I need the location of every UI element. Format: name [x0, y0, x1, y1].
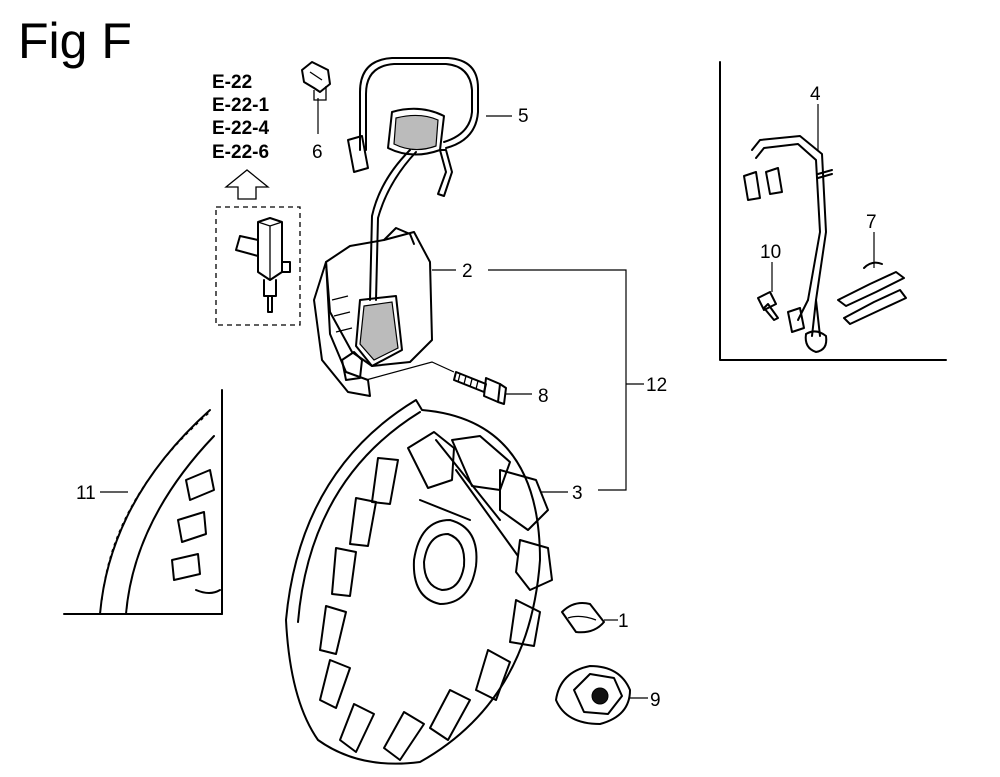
callout-8: 8 [538, 386, 549, 407]
callout-12: 12 [646, 375, 667, 396]
part-1-key [561, 602, 605, 634]
optional-ignition-unit [215, 206, 301, 326]
part-9-nut [555, 665, 631, 725]
right-panel [719, 61, 947, 361]
callouts: 1 2 3 4 5 6 7 8 9 10 11 12 [76, 84, 877, 711]
up-arrow-icon [224, 169, 270, 200]
part-4-wire-harness [743, 135, 833, 353]
callout-5: 5 [518, 106, 529, 127]
leader-lines [100, 98, 875, 699]
part-3-flywheel [285, 399, 553, 765]
part-6-clip [301, 61, 331, 101]
callout-9: 9 [650, 690, 661, 711]
callout-6: 6 [312, 142, 323, 163]
part-2-ignition-coil [313, 227, 433, 397]
reference-code-list: E-22 E-22-1 E-22-4 E-22-6 [212, 72, 269, 163]
callout-4: 4 [810, 84, 821, 105]
part-7-clip [837, 261, 907, 325]
part-8-bolt [453, 371, 507, 405]
callout-11: 11 [76, 483, 96, 504]
callout-3: 3 [572, 483, 583, 504]
part-11-ring-gear [63, 389, 223, 615]
callout-1: 1 [618, 611, 629, 632]
part-5-plug-cap-lead [347, 57, 479, 301]
reference-code: E-22-1 [212, 95, 269, 116]
figure-title: Fig F [18, 13, 132, 69]
callout-2: 2 [462, 261, 473, 282]
reference-code: E-22-4 [212, 118, 269, 139]
reference-code: E-22-6 [212, 142, 269, 163]
reference-code: E-22 [212, 72, 252, 93]
callout-7: 7 [866, 212, 877, 233]
callout-10: 10 [760, 242, 781, 263]
part-10-screw [757, 291, 779, 321]
